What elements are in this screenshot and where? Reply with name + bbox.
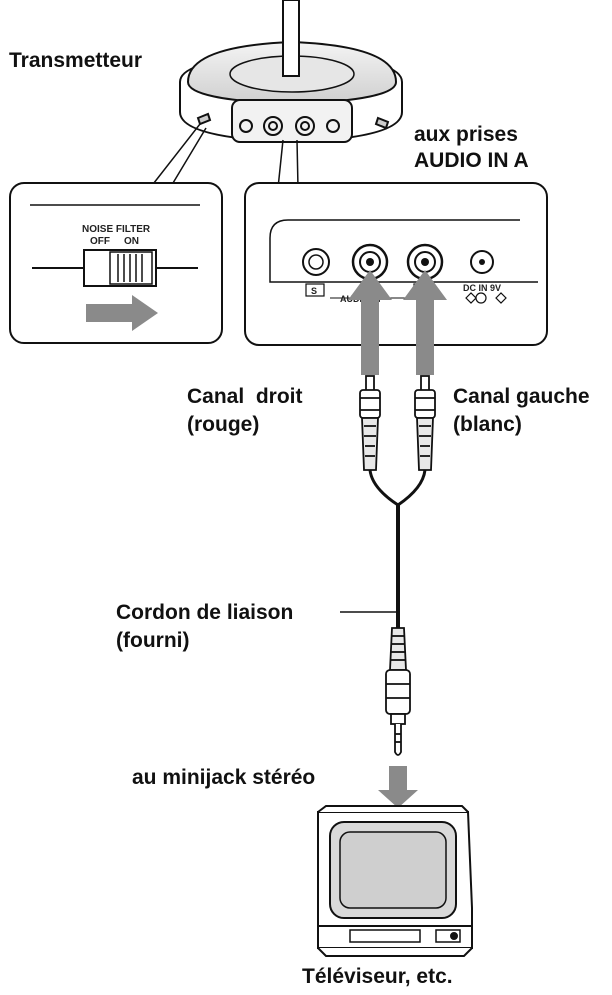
rca-plugs [359, 375, 436, 471]
leader-lines [149, 123, 299, 189]
noise-filter-text: NOISE FILTER [82, 224, 151, 235]
s-text: S [311, 286, 317, 296]
link-cord [340, 469, 427, 628]
switch-off-text: OFF [90, 236, 110, 247]
left-channel-label-line2: (blanc) [453, 413, 522, 436]
noise-filter-inset: NOISE FILTER OFF ON [9, 182, 223, 344]
transmitter-unit [179, 0, 403, 144]
cord-label-line2: (fourni) [116, 629, 190, 652]
polarity-symbol [465, 292, 507, 304]
dc-in-text: DC IN 9V [463, 283, 501, 293]
tv-set [317, 805, 473, 957]
minijack-label: au minijack stéréo [132, 766, 316, 789]
audio-in-label-line2: AUDIO IN A [414, 149, 529, 172]
cord-label-line1: Cordon de liaison [116, 601, 294, 624]
mini-plug [385, 627, 411, 756]
tv-label: Téléviseur, etc. [302, 965, 453, 988]
to-tv-arrow [378, 766, 418, 808]
right-channel-label-line1: Canal droit [187, 385, 303, 408]
slide-direction-arrow [86, 295, 158, 331]
right-channel-label-line2: (rouge) [187, 413, 260, 436]
left-channel-label-line1: Canal gauche [453, 385, 590, 408]
transmitter-label: Transmetteur [9, 49, 143, 72]
switch-on-text: ON [124, 236, 139, 247]
insertion-arrows [348, 270, 447, 375]
left-plug-arrow [403, 270, 447, 375]
jack-panel-inset: S A AUDIO IN DC IN 9V [244, 182, 548, 346]
audio-in-label-line1: aux prises [414, 123, 518, 146]
right-plug-arrow [348, 270, 392, 375]
